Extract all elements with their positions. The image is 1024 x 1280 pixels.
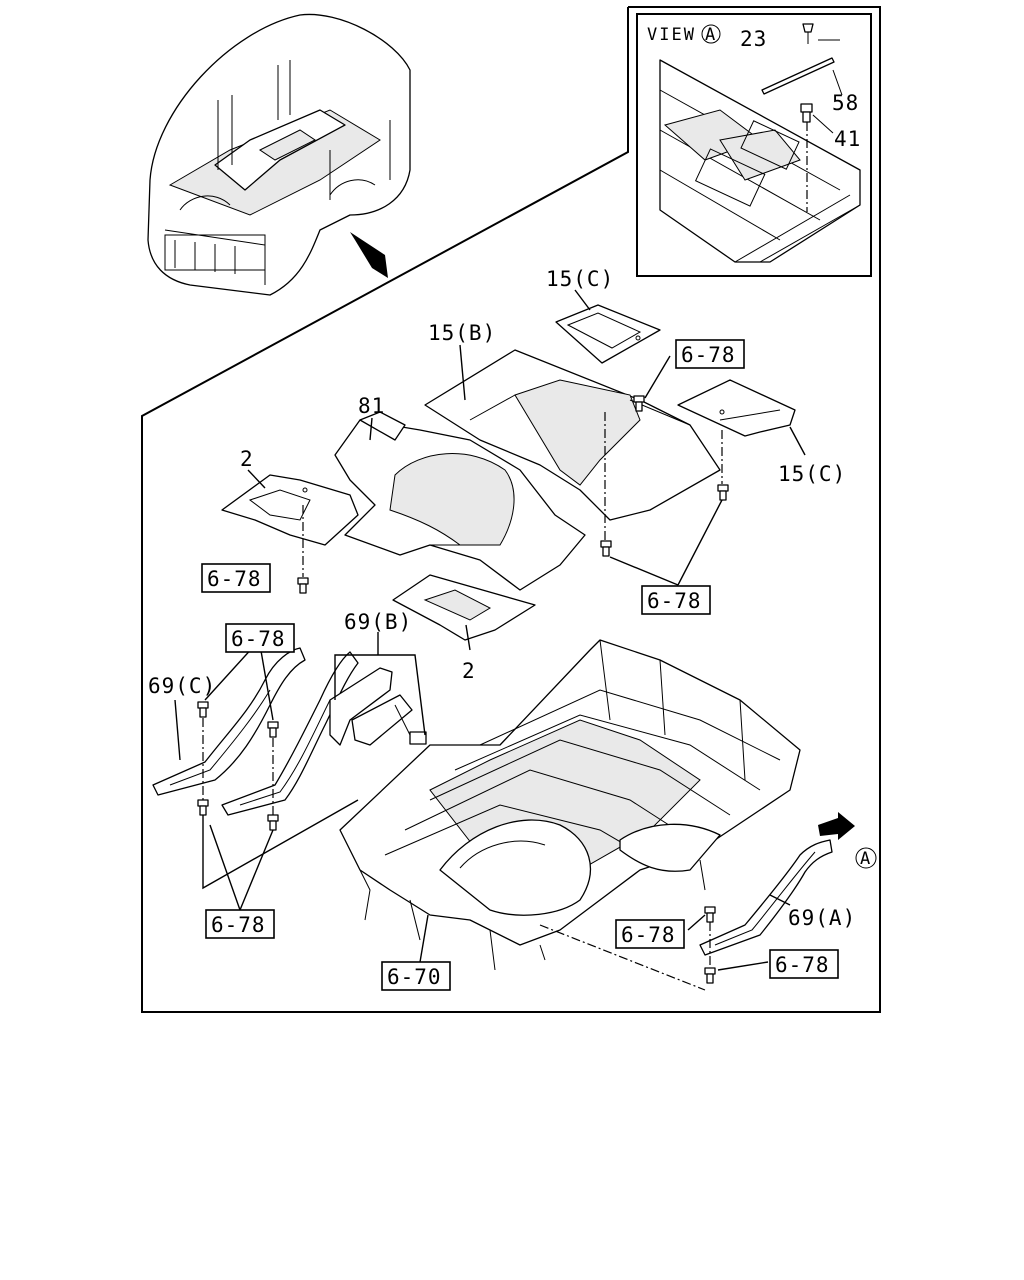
label-69c: 69(C) bbox=[148, 674, 216, 698]
view-arrow-icon bbox=[350, 232, 388, 278]
label-41: 41 bbox=[834, 127, 861, 151]
rail-screw-icons bbox=[197, 701, 279, 831]
ref-box-6-70: 6-70 bbox=[381, 961, 451, 991]
svg-text:6-78: 6-78 bbox=[207, 567, 262, 591]
rail-69a bbox=[699, 839, 833, 956]
floor-frame bbox=[339, 639, 801, 971]
label-2-left: 2 bbox=[240, 447, 254, 471]
frame-leaders bbox=[419, 894, 791, 971]
ref-box-6-78-front: 6-78 bbox=[615, 919, 685, 949]
ref-box-6-78-top-right: 6-78 bbox=[675, 339, 745, 369]
view-a-inset: VIEW A 23 bbox=[636, 13, 872, 277]
clip-41-icon bbox=[800, 103, 813, 123]
ref-box-6-78-bottom-right: 6-78 bbox=[769, 949, 839, 979]
mat-81 bbox=[334, 411, 586, 591]
marker-a-circle bbox=[855, 847, 877, 869]
svg-text:6-78: 6-78 bbox=[231, 627, 286, 651]
svg-text:6-70: 6-70 bbox=[387, 965, 442, 989]
rail-leaders bbox=[174, 632, 426, 911]
inset-floor-frame bbox=[659, 59, 861, 263]
view-marker: A bbox=[705, 25, 717, 45]
marker-a: A bbox=[860, 849, 872, 869]
view-marker-circle bbox=[701, 24, 721, 44]
label-15b: 15(B) bbox=[428, 321, 496, 345]
mat-2-bottom bbox=[392, 574, 536, 641]
view-title: VIEW bbox=[647, 25, 696, 45]
mat-leaders bbox=[247, 289, 806, 651]
label-69b: 69(B) bbox=[344, 610, 412, 634]
mat-2-left bbox=[221, 474, 359, 546]
ref-box-6-78-rail-top: 6-78 bbox=[225, 623, 295, 653]
label-69a: 69(A) bbox=[788, 906, 856, 930]
rail-69b bbox=[329, 667, 427, 746]
label-58: 58 bbox=[832, 91, 859, 115]
label-81: 81 bbox=[358, 394, 385, 418]
ref-box-6-78-rail-bottom: 6-78 bbox=[205, 909, 275, 939]
mat-15c-right bbox=[677, 379, 796, 437]
strip-58 bbox=[761, 57, 835, 95]
cab-overview bbox=[147, 13, 411, 296]
label-2-bottom: 2 bbox=[462, 659, 476, 683]
svg-text:6-78: 6-78 bbox=[211, 913, 266, 937]
svg-text:6-78: 6-78 bbox=[681, 343, 736, 367]
mat-15c-top bbox=[555, 304, 661, 364]
screw-23-icon bbox=[802, 23, 814, 44]
ref-box-6-78-center: 6-78 bbox=[641, 585, 711, 615]
label-23: 23 bbox=[740, 27, 767, 51]
ref-box-6-78-left: 6-78 bbox=[201, 563, 271, 593]
rail-69c-inner bbox=[221, 651, 359, 816]
view-a-arrow-icon bbox=[818, 812, 855, 840]
svg-text:6-78: 6-78 bbox=[775, 953, 830, 977]
label-15c-right: 15(C) bbox=[778, 462, 846, 486]
clip-icons-mats bbox=[297, 395, 729, 594]
diagram-frame bbox=[141, 6, 881, 1013]
label-15c-top: 15(C) bbox=[546, 267, 614, 291]
svg-text:6-78: 6-78 bbox=[621, 923, 676, 947]
svg-text:6-78: 6-78 bbox=[647, 589, 702, 613]
